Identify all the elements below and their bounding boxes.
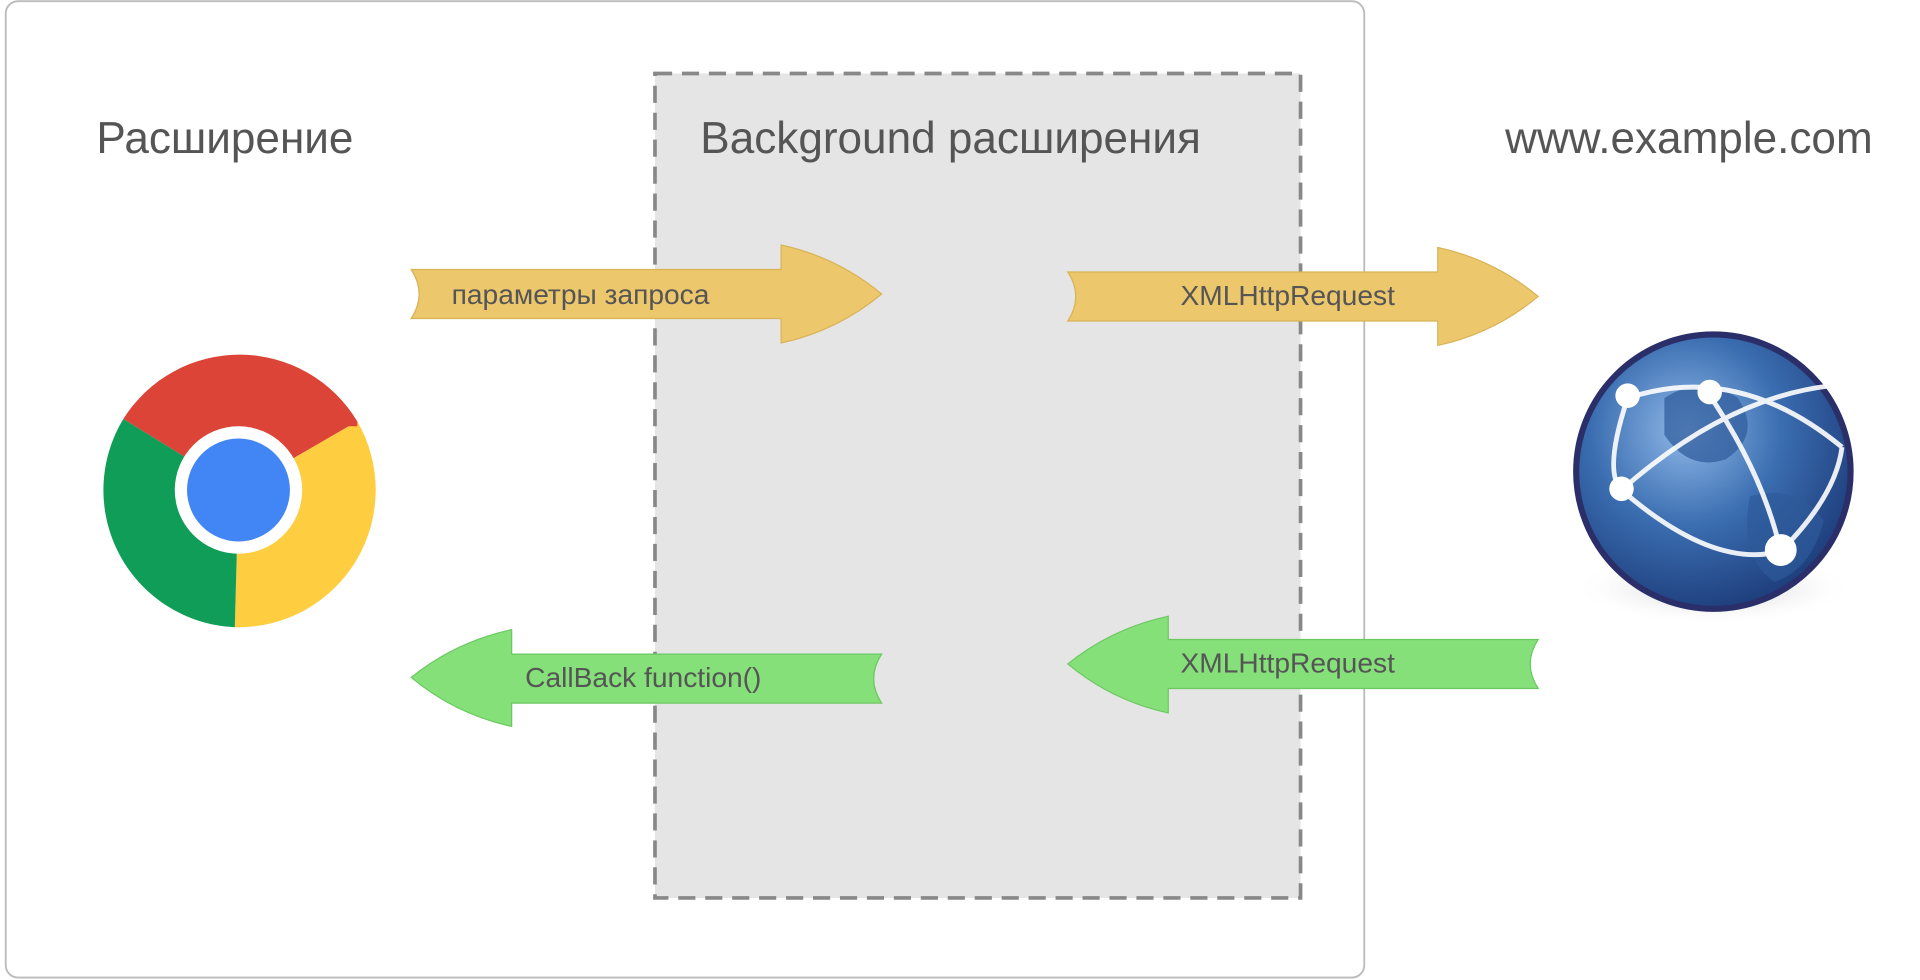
- arrow-request-params: параметры запроса: [410, 244, 883, 344]
- title-background: Background расширения: [700, 114, 1201, 163]
- arrow-xhr-out: XMLHttpRequest: [1066, 246, 1540, 347]
- arrow-label-xhr-out: XMLHttpRequest: [1180, 279, 1395, 311]
- arrow-label-request-params: параметры запроса: [452, 278, 710, 310]
- arrow-label-xhr-in: XMLHttpRequest: [1180, 647, 1395, 679]
- globe-icon: [1572, 331, 1855, 625]
- background-box: [653, 71, 1303, 900]
- arrow-callback: CallBack function(): [410, 628, 883, 728]
- title-website: www.example.com: [1504, 114, 1873, 163]
- chrome-icon: [103, 354, 376, 628]
- title-extension: Расширение: [96, 114, 353, 163]
- arrow-xhr-in: XMLHttpRequest: [1066, 615, 1540, 714]
- arrow-label-callback: CallBack function(): [525, 661, 761, 693]
